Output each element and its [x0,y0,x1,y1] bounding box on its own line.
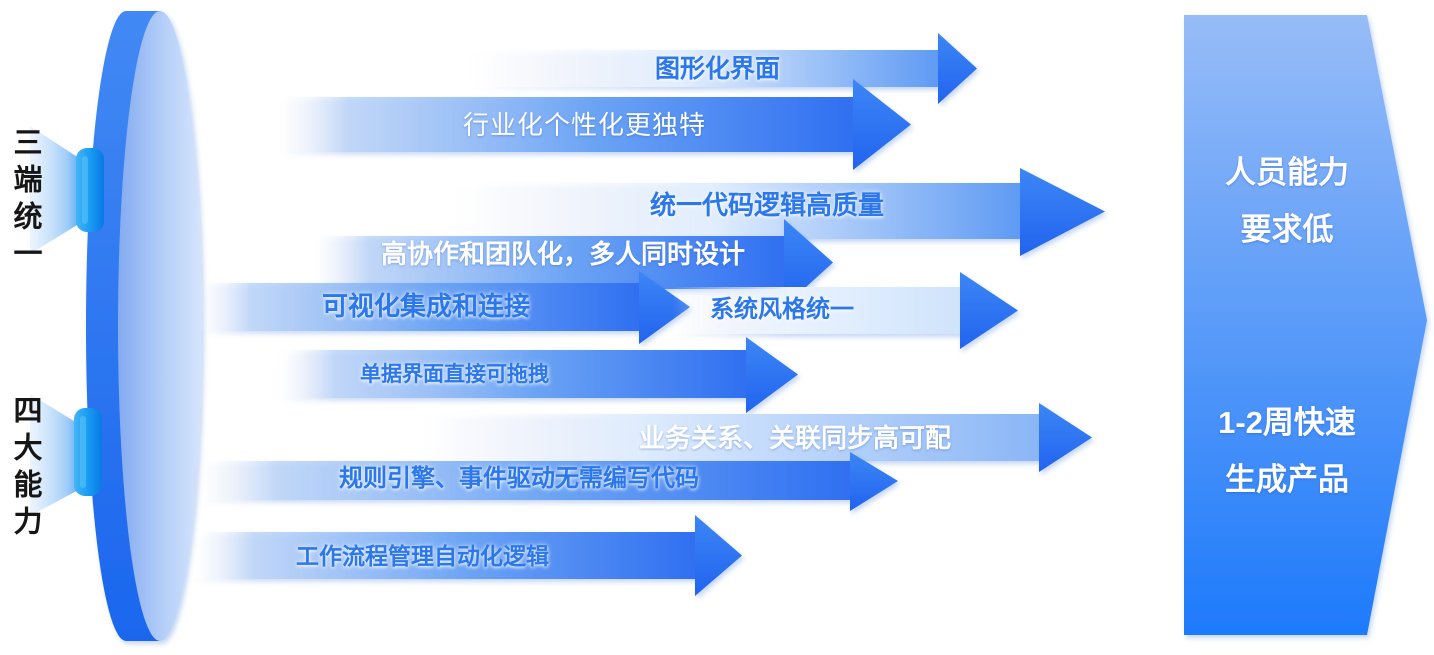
arrow-label-rule-engine: 规则引擎、事件驱动无需编写代码 [339,465,699,492]
left-label-three-ends: 三端统一 [9,127,41,275]
funnel-disc [86,11,202,641]
arrow-label-business-relations: 业务关系、关联同步高可配 [639,423,952,453]
arrow-row-2 [278,79,911,170]
arrow-label-workflow: 工作流程管理自动化逻辑 [296,543,549,569]
arrow-row-9 [198,452,898,511]
arrow-row-1 [470,33,977,104]
arrow-label-draggable-forms: 单据界面直接可拖拽 [360,363,549,386]
arrow-label-unified-code: 统一代码逻辑高质量 [650,190,885,220]
arrow-row-5 [198,271,690,344]
outcome-fast-product-generation: 1-2周快速 生成产品 [1192,394,1382,508]
arrow-row-10 [193,515,742,596]
arrow-row-7 [278,337,798,413]
connector-cone-bottom [30,394,82,516]
outcome-low-skill-requirement: 人员能力 要求低 [1192,144,1382,258]
outcome-line: 生成产品 [1225,462,1349,497]
arrow-label-collaboration: 高协作和团队化，多人同时设计 [381,239,746,269]
input-knob-top [76,148,104,232]
arrow-row-4 [312,219,833,307]
connector-cone-top [30,126,82,254]
arrow-row-6 [672,272,1018,349]
outcome-line: 要求低 [1240,212,1334,247]
outcome-line: 人员能力 [1225,155,1349,190]
outcome-pentagon [1184,15,1427,635]
arrow-label-visual-integration: 可视化集成和连接 [322,291,531,321]
arrow-row-8 [420,403,1092,472]
arrow-label-system-style: 系统风格统一 [710,296,854,323]
arrow-label-graphical-ui: 图形化界面 [655,55,781,83]
arrow-row-3 [455,168,1105,256]
arrow-label-industry-personalization: 行业化个性化更独特 [463,110,707,140]
left-label-four-capabilities: 四大能力 [9,395,41,543]
outcome-line: 1-2周快速 [1218,405,1356,440]
input-knob-bottom [74,408,102,496]
